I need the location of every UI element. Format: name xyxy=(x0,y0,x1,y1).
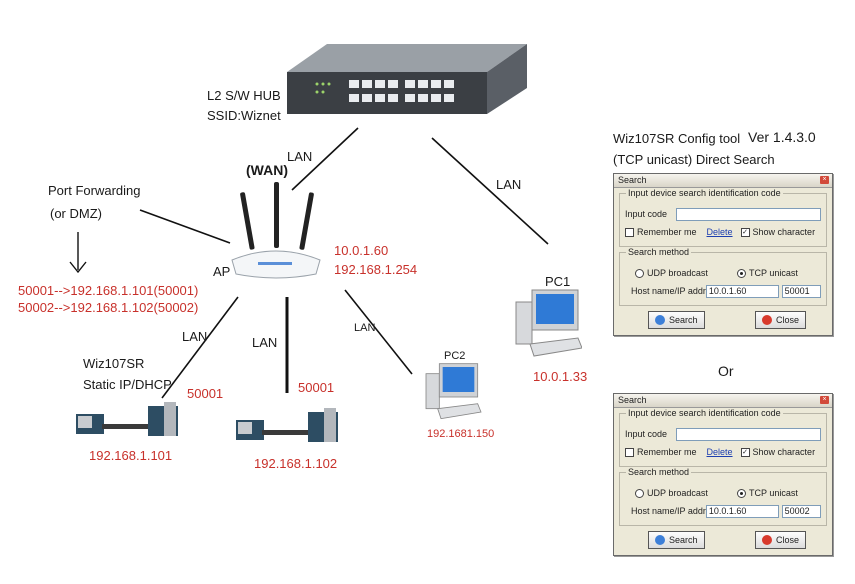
group-title: Input device search identification code xyxy=(626,408,783,418)
delete-link[interactable]: Delete xyxy=(706,227,733,237)
search-code-group: Input device search identification code … xyxy=(619,188,827,247)
port-forwarding-label: Port Forwarding xyxy=(48,183,141,198)
link-ap-dev1 xyxy=(161,296,239,399)
ap-router-image xyxy=(231,182,321,279)
port-field[interactable]: 50001 xyxy=(781,284,821,298)
search-button-label: Search xyxy=(669,315,698,325)
group-title: Input device search identification code xyxy=(626,188,783,198)
pc2-ip: 192.1681.150 xyxy=(427,428,495,440)
port-field[interactable]: 50002 xyxy=(781,504,821,518)
remember-me-checkbox[interactable] xyxy=(625,447,634,457)
input-code-field[interactable] xyxy=(676,427,821,441)
pc1-ip: 10.0.1.33 xyxy=(533,369,588,384)
lan-label-pc2: LAN xyxy=(354,322,376,334)
dev1-ip: 192.168.1.101 xyxy=(89,448,173,463)
lan-label-switch: LAN xyxy=(287,149,313,164)
input-code-label: Input code xyxy=(625,429,668,439)
device-mode-label: Static IP/DHCP xyxy=(83,377,172,392)
host-label: Host name/IP addr xyxy=(631,286,706,296)
host-field[interactable]: 10.0.1.60 xyxy=(705,284,779,298)
switch-hub-image xyxy=(287,44,527,114)
arrow-down-head xyxy=(69,261,87,274)
pf-rule-1: 50001-->192.168.1.101(50001) xyxy=(18,283,199,298)
delete-link[interactable]: Delete xyxy=(706,447,733,457)
pc2-image xyxy=(425,363,482,420)
input-code-label: Input code xyxy=(625,209,668,219)
host-field[interactable]: 10.0.1.60 xyxy=(705,504,779,518)
close-button[interactable]: Close xyxy=(754,531,806,549)
remember-me-label: Remember me xyxy=(637,447,697,457)
lan-label-pc1: LAN xyxy=(496,177,522,192)
remember-me-checkbox[interactable] xyxy=(625,227,634,237)
udp-radio[interactable] xyxy=(635,488,644,498)
link-ap-switch xyxy=(291,127,359,191)
dialog-title: Search xyxy=(618,395,647,405)
udp-label: UDP broadcast xyxy=(647,488,708,498)
pc1-image xyxy=(515,289,582,357)
show-character-checkbox[interactable]: ✓ xyxy=(740,227,750,237)
host-label: Host name/IP addr xyxy=(631,506,706,516)
pc2-label: PC2 xyxy=(444,350,466,362)
close-icon[interactable]: × xyxy=(820,396,829,404)
ap-label: AP xyxy=(213,264,231,279)
close-icon[interactable]: × xyxy=(820,176,829,184)
or-dmz-label: (or DMZ) xyxy=(50,206,102,221)
tcp-radio[interactable] xyxy=(737,268,746,278)
close-button-label: Close xyxy=(775,535,799,545)
link-pf-ap xyxy=(139,209,231,244)
tool-version: Ver 1.4.3.0 xyxy=(748,129,816,145)
search-button[interactable]: Search xyxy=(648,311,705,329)
pc1-label: PC1 xyxy=(545,274,571,289)
tcp-label: TCP unicast xyxy=(749,268,798,278)
wiz107sr-device-1-image xyxy=(76,402,178,436)
close-icon xyxy=(761,315,772,325)
search-method-group: Search method UDP broadcast TCP unicast H… xyxy=(619,247,827,306)
search-method-group: Search method UDP broadcast TCP unicast H… xyxy=(619,467,827,526)
link-switch-pc1 xyxy=(431,137,549,245)
wiz107sr-device-2-image xyxy=(236,408,338,442)
dialog-title: Search xyxy=(618,175,647,185)
ssid-label: SSID:Wiznet xyxy=(207,108,281,123)
show-character-label: Show character xyxy=(752,227,816,237)
switch-name-label: L2 S/W HUB xyxy=(207,88,281,103)
udp-radio[interactable] xyxy=(635,268,644,278)
remember-me-label: Remember me xyxy=(637,227,697,237)
pf-rule-2: 50002-->192.168.1.102(50002) xyxy=(18,300,199,315)
dev2-ip: 192.168.1.102 xyxy=(254,456,338,471)
search-button[interactable]: Search xyxy=(648,531,705,549)
lan-label-dev2: LAN xyxy=(252,335,278,350)
search-icon xyxy=(655,535,665,545)
close-button-label: Close xyxy=(775,315,799,325)
close-icon xyxy=(761,535,772,545)
search-dialog-1: Search × Input device search identificati… xyxy=(613,173,833,336)
lan-label-dev1: LAN xyxy=(182,329,208,344)
or-label: Or xyxy=(718,363,734,379)
group-title: Search method xyxy=(626,247,692,257)
search-dialog-2: Search × Input device search identificati… xyxy=(613,393,833,556)
udp-label: UDP broadcast xyxy=(647,268,708,278)
link-ap-pc2 xyxy=(344,289,413,375)
tcp-label: TCP unicast xyxy=(749,488,798,498)
tool-title: Wiz107SR Config tool xyxy=(613,131,741,146)
device-name-label: Wiz107SR xyxy=(83,356,145,371)
close-button[interactable]: Close xyxy=(754,311,806,329)
wan-label: (WAN) xyxy=(246,162,288,178)
input-code-field[interactable] xyxy=(676,207,821,221)
dialog-titlebar: Search × xyxy=(614,394,832,408)
show-character-checkbox[interactable]: ✓ xyxy=(740,447,750,457)
show-character-label: Show character xyxy=(752,447,816,457)
search-code-group: Input device search identification code … xyxy=(619,408,827,467)
group-title: Search method xyxy=(626,467,692,477)
ap-lan-ip: 192.168.1.254 xyxy=(334,262,418,277)
dev1-port: 50001 xyxy=(187,386,224,401)
dialog-titlebar: Search × xyxy=(614,174,832,188)
tool-mode: (TCP unicast) Direct Search xyxy=(613,152,775,167)
search-button-label: Search xyxy=(669,535,698,545)
tcp-radio[interactable] xyxy=(737,488,746,498)
dev2-port: 50001 xyxy=(298,380,335,395)
search-icon xyxy=(655,315,665,325)
ap-wan-ip: 10.0.1.60 xyxy=(334,243,389,258)
